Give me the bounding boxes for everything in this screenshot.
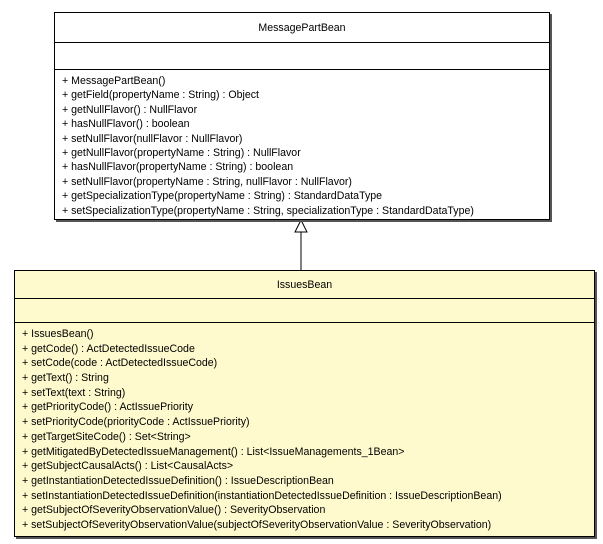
method: + hasNullFlavor(propertyName : String) :… — [62, 161, 294, 174]
method: + MessagePartBean() — [62, 75, 166, 87]
methods-compartment: + IssuesBean() + getCode() : ActDetected… — [15, 323, 594, 533]
class-issues-bean[interactable]: IssuesBean + IssuesBean() + getCode() : … — [14, 270, 595, 537]
method: + getPriorityCode() : ActIssuePriority — [22, 401, 194, 414]
attributes-compartment — [55, 43, 549, 70]
method: + setNullFlavor(nullFlavor : NullFlavor) — [62, 132, 243, 145]
method: + getText() : String — [22, 372, 109, 385]
method: + setSpecializationType(propertyName : S… — [62, 204, 474, 217]
method: + setPriorityCode(priorityCode : ActIssu… — [22, 416, 250, 429]
class-message-part-bean[interactable]: MessagePartBean + MessagePartBean() + ge… — [54, 12, 550, 220]
method: + getSubjectOfSeverityObservationValue()… — [22, 504, 326, 517]
method: + setCode(code : ActDetectedIssueCode) — [22, 357, 218, 370]
method: + getNullFlavor(propertyName : String) :… — [62, 146, 301, 159]
method: + getSpecializationType(propertyName : S… — [62, 190, 383, 203]
methods-compartment: + MessagePartBean() + getField(propertyN… — [55, 70, 549, 218]
method: + setNullFlavor(propertyName : String, n… — [62, 175, 352, 188]
method: + getCode() : ActDetectedIssueCode — [22, 342, 195, 355]
method: + setSubjectOfSeverityObservationValue(s… — [22, 518, 492, 531]
method: + hasNullFlavor() : boolean — [62, 118, 190, 131]
method: + getTargetSiteCode() : Set<String> — [22, 430, 191, 443]
class-name: MessagePartBean — [55, 13, 549, 43]
attributes-compartment — [15, 299, 594, 323]
class-name: IssuesBean — [15, 271, 594, 299]
method: + getNullFlavor() : NullFlavor — [62, 103, 198, 116]
method: + IssuesBean() — [22, 328, 94, 340]
method: + setText(text : String) — [22, 386, 126, 399]
method: + getField(propertyName : String) : Obje… — [62, 89, 259, 102]
method: + getMitigatedByDetectedIssueManagement(… — [22, 445, 405, 458]
method: + getInstantiationDetectedIssueDefinitio… — [22, 474, 334, 487]
method: + setInstantiationDetectedIssueDefinitio… — [22, 489, 502, 502]
method: + getSubjectCausalActs() : List<CausalAc… — [22, 460, 234, 473]
